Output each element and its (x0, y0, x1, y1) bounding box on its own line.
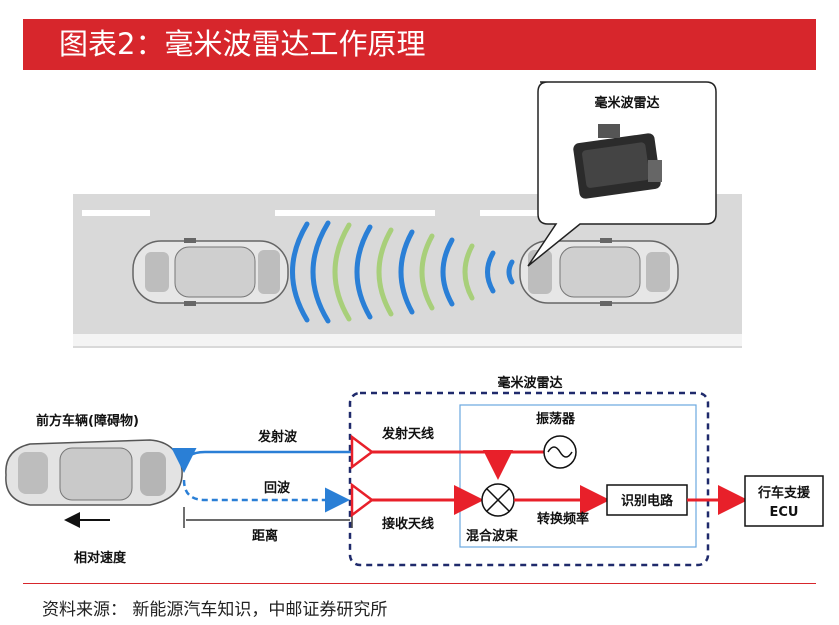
tx-antenna (350, 434, 375, 470)
radar-sensor-image (573, 124, 662, 199)
mixer-label: 混合波束 (466, 528, 519, 544)
transmit-wave-arrow (171, 447, 352, 473)
ecu-box (744, 475, 824, 527)
ego-car-top (519, 238, 679, 306)
title-banner: 图表2：毫米波雷达工作原理 (23, 19, 816, 70)
recognition-circuit-box (606, 484, 688, 516)
rx-antenna-label: 接收天线 (382, 516, 434, 532)
source-note: 资料来源： 新能源汽车知识，中邮证券研究所 (42, 600, 388, 620)
radar-inner-box (459, 404, 697, 548)
ecu-label-line1: 行车支援 (757, 485, 811, 501)
relative-speed-label: 相对速度 (74, 550, 127, 566)
ecu-label-line2: ECU (770, 505, 799, 520)
echo-arrow (182, 479, 350, 513)
oscillator-label: 振荡器 (536, 411, 576, 427)
front-vehicle-bottom (5, 439, 183, 506)
transmit-wave-label: 发射波 (257, 429, 298, 445)
rx-antenna (350, 482, 375, 518)
radar-waves (290, 220, 515, 324)
callout-label: 毫米波雷达 (594, 95, 659, 111)
front-vehicle-label: 前方车辆(障碍物) (36, 413, 139, 429)
radar-dashed-box (348, 391, 710, 567)
echo-label: 回波 (264, 480, 291, 496)
figure-title: 图表2：毫米波雷达工作原理 (59, 27, 426, 61)
mixer-cross-b (486, 488, 510, 512)
radar-callout (527, 81, 717, 267)
front-car-top (132, 238, 289, 306)
recognition-label: 识别电路 (621, 493, 674, 509)
convert-frequency-label: 转换频率 (537, 511, 589, 527)
sine-wave-icon (547, 446, 573, 458)
footer-divider (23, 583, 816, 584)
radar-box-label: 毫米波雷达 (497, 375, 562, 391)
distance-label: 距离 (252, 528, 278, 544)
tx-antenna-label: 发射天线 (381, 426, 434, 442)
